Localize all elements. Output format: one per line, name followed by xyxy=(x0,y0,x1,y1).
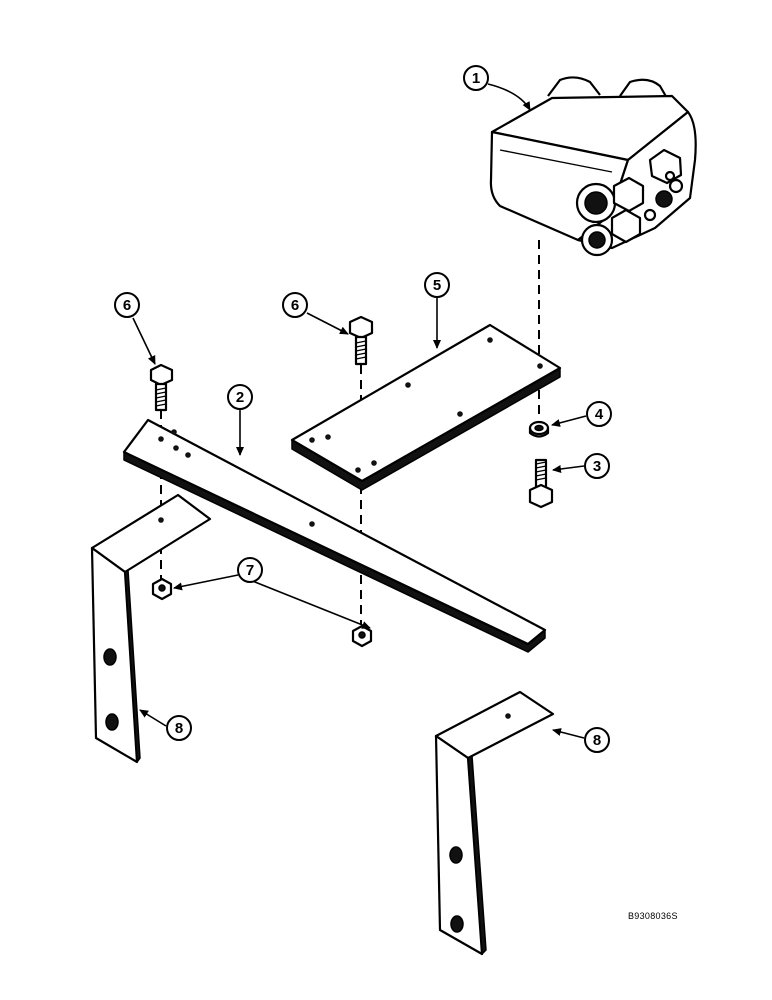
svg-text:2: 2 xyxy=(236,389,244,406)
callout-5: 5 xyxy=(424,272,450,298)
callout-6-center: 6 xyxy=(282,292,308,318)
callout-8-left: 8 xyxy=(166,715,192,741)
cross-bar xyxy=(122,418,547,653)
callout-4: 4 xyxy=(586,401,612,427)
cap-screw xyxy=(528,458,554,509)
bolt-center xyxy=(348,315,374,366)
callout-3: 3 xyxy=(584,453,610,479)
svg-text:7: 7 xyxy=(246,562,254,579)
callout-6-left: 6 xyxy=(114,292,140,318)
support-bracket-left xyxy=(90,493,212,764)
svg-text:8: 8 xyxy=(175,720,183,737)
nut-center xyxy=(351,624,373,648)
svg-text:5: 5 xyxy=(433,277,441,294)
mounting-plate xyxy=(290,323,562,491)
control-valve xyxy=(489,76,697,257)
svg-text:4: 4 xyxy=(595,406,604,423)
svg-text:6: 6 xyxy=(123,297,131,314)
support-bracket-right xyxy=(434,690,555,956)
svg-text:8: 8 xyxy=(593,732,601,749)
callout-2: 2 xyxy=(227,384,253,410)
svg-text:3: 3 xyxy=(593,458,601,475)
callout-1: 1 xyxy=(463,65,489,91)
callout-7: 7 xyxy=(237,557,263,583)
lock-washer xyxy=(528,420,550,438)
svg-text:6: 6 xyxy=(291,297,299,314)
bolt-left xyxy=(149,363,174,412)
leader-lines xyxy=(132,83,587,739)
callout-8-right: 8 xyxy=(584,727,610,753)
reference-code: B9308036S xyxy=(628,911,678,921)
svg-text:1: 1 xyxy=(472,70,480,87)
nut-left xyxy=(151,577,173,601)
